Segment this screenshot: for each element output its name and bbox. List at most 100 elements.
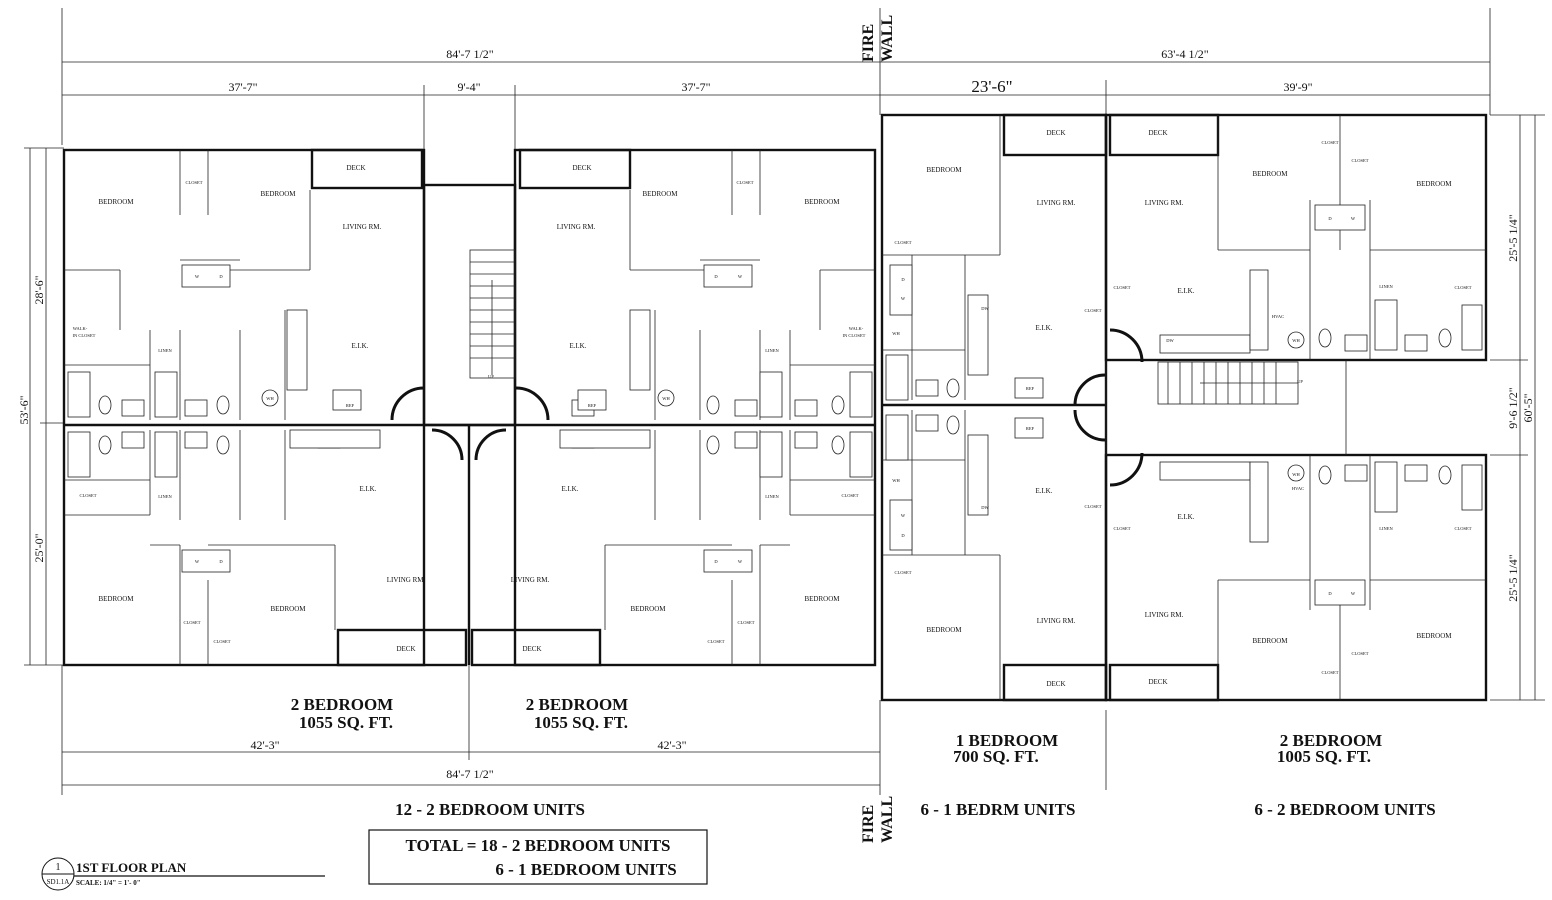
room-label-d: D (901, 533, 905, 538)
room-labels: BEDROOM BEDROOM CLOSET DECK LIVING RM. E… (73, 129, 1472, 688)
left-stair (469, 249, 516, 379)
room-label-deck: DECK (1148, 129, 1167, 137)
room-label-d: D (1328, 591, 1332, 596)
title-text: 1ST FLOOR PLAN (76, 860, 187, 875)
room-label-closet: CLOSET (1454, 285, 1471, 290)
room-label-bedroom: BEDROOM (260, 190, 296, 198)
dim-top-seg-2: 9'-4" (457, 80, 480, 94)
right-fixtures (885, 204, 1483, 606)
unit-1-area: 1055 SQ. FT. (299, 713, 393, 732)
dim-bottom-total: 84'-7 1/2" (446, 767, 493, 781)
room-label-linen: LINEN (158, 348, 172, 353)
room-label-dw: DW (981, 306, 989, 311)
room-label-closet: CLOSET (213, 639, 230, 644)
total-box: TOTAL = 18 - 2 BEDROOM UNITS 6 - 1 BEDRO… (368, 829, 708, 885)
room-label-closet: CLOSET (1084, 308, 1101, 313)
room-label-eik: E.I.K. (360, 485, 377, 493)
room-label-w: W (195, 274, 200, 279)
room-label-closet: CLOSET (1084, 504, 1101, 509)
dim-top-right-total: 63'-4 1/2" (1161, 47, 1208, 61)
room-label-bedroom: BEDROOM (630, 605, 666, 613)
unit-4-title: 2 BEDROOM (1280, 731, 1382, 750)
fire-wall-bottom: FIRE WALL (860, 796, 896, 843)
room-label-closet: CLOSET (1113, 526, 1130, 531)
room-label-ref: REF (588, 403, 597, 408)
room-label-walk-in: WALK- (73, 326, 88, 331)
dim-top-seg-3: 37'-7" (681, 80, 710, 94)
room-label-up: UP (1297, 379, 1303, 384)
room-label-deck: DECK (346, 164, 365, 172)
room-label-wh: WH (1292, 472, 1300, 477)
room-label-w: W (738, 559, 743, 564)
room-label-bedroom: BEDROOM (926, 626, 962, 634)
room-label-living: LIVING RM. (557, 223, 596, 231)
room-label-eik: E.I.K. (1178, 287, 1195, 295)
room-label-w: W (738, 274, 743, 279)
room-label-closet: CLOSET (1321, 140, 1338, 145)
room-label-closet: CLOSET (841, 493, 858, 498)
room-label-w: W (901, 296, 906, 301)
room-label-deck: DECK (522, 645, 541, 653)
room-label-w: W (1351, 591, 1356, 596)
room-label-closet: CLOSET (894, 240, 911, 245)
room-label-d: D (219, 559, 223, 564)
room-label-bedroom: BEDROOM (926, 166, 962, 174)
room-label-wh: WH (662, 396, 670, 401)
dim-left-lower: 25'-0" (32, 533, 46, 562)
room-label-living: LIVING RM. (1037, 617, 1076, 625)
room-label-dw: DW (981, 505, 989, 510)
room-label-hvac: HVAC (1292, 486, 1304, 491)
dim-bottom-seg-1: 42'-3" (250, 738, 279, 752)
room-label-w: W (195, 559, 200, 564)
room-label-bedroom: BEDROOM (1416, 180, 1452, 188)
room-label-hvac: HVAC (1272, 314, 1284, 319)
room-label-wh: WH (266, 396, 274, 401)
room-label-d: D (714, 274, 718, 279)
room-label-walk-in-2: IN CLOSET (843, 333, 866, 338)
room-label-living: LIVING RM. (1145, 611, 1184, 619)
room-label-linen: LINEN (1379, 284, 1393, 289)
room-label-deck: DECK (1046, 129, 1065, 137)
summary-mid: 6 - 1 BEDRM UNITS (921, 800, 1076, 819)
left-entry-doors (390, 386, 550, 461)
room-label-ref: REF (346, 403, 355, 408)
unit-labels: 2 BEDROOM 1055 SQ. FT. 2 BEDROOM 1055 SQ… (291, 695, 1382, 766)
left-wing-partitions (64, 150, 336, 665)
room-label-closet: CLOSET (1454, 526, 1471, 531)
room-label-wh: WH (892, 478, 900, 483)
room-label-closet: CLOSET (1351, 651, 1368, 656)
left-fixtures (67, 264, 873, 573)
room-label-d: D (1328, 216, 1332, 221)
room-label-eik: E.I.K. (1178, 513, 1195, 521)
total-line-1: TOTAL = 18 - 2 BEDROOM UNITS (405, 836, 670, 855)
room-label-closet: CLOSET (736, 180, 753, 185)
dimension-lines (24, 8, 1545, 795)
summary-right: 6 - 2 BEDROOM UNITS (1254, 800, 1435, 819)
room-label-d: D (901, 277, 905, 282)
dim-top-seg-5: 39'-9" (1283, 80, 1312, 94)
room-label-eik: E.I.K. (1036, 487, 1053, 495)
dim-bottom-seg-2: 42'-3" (657, 738, 686, 752)
dim-right-upper: 25'-5 1/4" (1506, 214, 1520, 261)
room-label-eik: E.I.K. (352, 342, 369, 350)
fire-wall-bottom-line2: WALL (879, 796, 896, 843)
fire-wall-top: FIRE WALL (860, 15, 896, 62)
room-label-eik: E.I.K. (1036, 324, 1053, 332)
room-label-living: LIVING RM. (343, 223, 382, 231)
unit-2-title: 2 BEDROOM (526, 695, 628, 714)
room-label-d: D (714, 559, 718, 564)
room-label-bedroom: BEDROOM (642, 190, 678, 198)
fire-wall-top-line1: FIRE (860, 24, 877, 62)
unit-3-area: 700 SQ. FT. (953, 747, 1039, 766)
dim-top-seg-4: 23'-6" (971, 77, 1012, 96)
room-label-bedroom: BEDROOM (1416, 632, 1452, 640)
unit-2-area: 1055 SQ. FT. (534, 713, 628, 732)
right-entry-doors (1073, 328, 1144, 487)
title-scale: SCALE: 1/4" = 1'- 0" (76, 879, 141, 887)
unit-4-area: 1005 SQ. FT. (1277, 747, 1371, 766)
room-label-eik: E.I.K. (562, 485, 579, 493)
room-label-linen: LINEN (765, 494, 779, 499)
unit-1-title: 2 BEDROOM (291, 695, 393, 714)
room-label-wh: WH (892, 331, 900, 336)
right-building-walls (880, 113, 1488, 702)
